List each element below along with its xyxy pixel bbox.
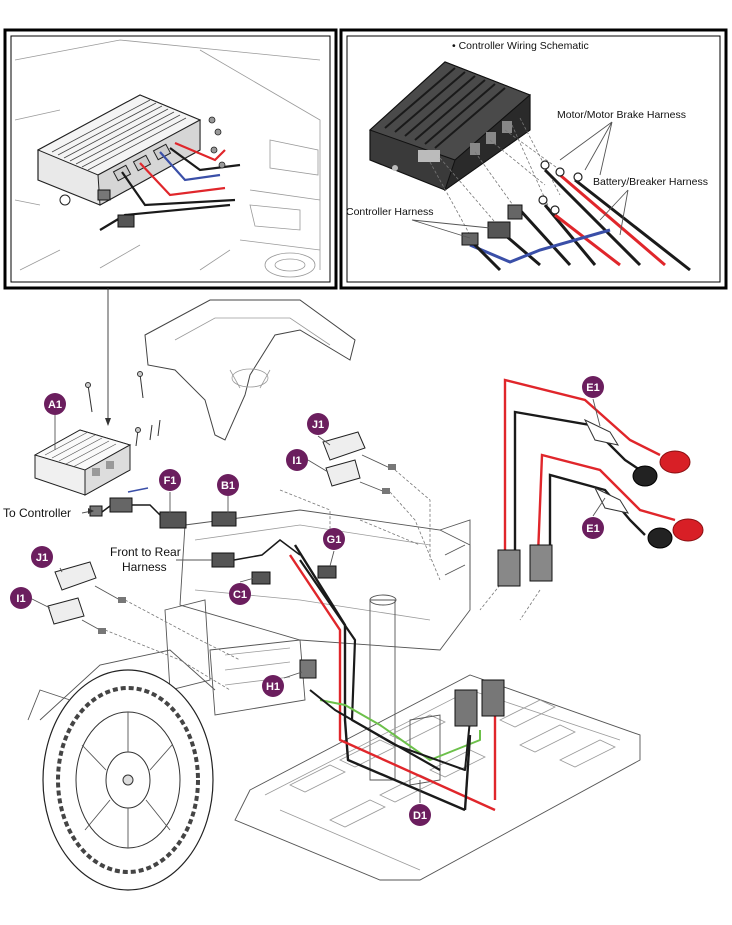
battery-connector-1	[454, 689, 478, 727]
callout-j1-upper: J1	[307, 413, 329, 435]
label-battery-breaker-harness: Battery/Breaker Harness	[593, 176, 708, 188]
callout-g1: G1	[323, 528, 345, 550]
svg-text:E1: E1	[586, 523, 599, 535]
svg-text:H1: H1	[266, 681, 280, 693]
svg-text:A1: A1	[48, 399, 62, 411]
schematic-title: • Controller Wiring Schematic	[452, 40, 589, 52]
callout-a1: A1	[44, 393, 66, 415]
callout-i1-upper: I1	[286, 449, 308, 471]
callout-e1-top: E1	[582, 376, 604, 398]
svg-text:B1: B1	[221, 480, 235, 492]
callout-j1-lower: J1	[31, 546, 53, 568]
controller-body-schematic	[369, 61, 531, 192]
battery-harness-e1	[497, 378, 704, 587]
controller-a1	[33, 429, 132, 496]
label-motor-brake-harness: Motor/Motor Brake Harness	[557, 109, 686, 121]
breaker-h1	[299, 659, 317, 679]
svg-text:I1: I1	[292, 455, 301, 467]
label-controller-harness: Controller Harness	[346, 206, 434, 218]
rear-shroud	[144, 299, 356, 441]
chassis-frame	[27, 509, 641, 891]
callout-h1: H1	[262, 675, 284, 697]
label-to-controller: To Controller	[3, 506, 71, 520]
svg-text:E1: E1	[586, 382, 599, 394]
callout-i1-lower: I1	[10, 587, 32, 609]
battery-connector-2	[481, 679, 505, 717]
mounting-screws	[87, 373, 161, 447]
inset-left-controller-closeup	[3, 28, 338, 290]
svg-text:I1: I1	[16, 593, 25, 605]
callout-f1: F1	[159, 469, 181, 491]
connector-b1	[211, 511, 237, 527]
connector-g1	[317, 565, 337, 579]
callout-d1: D1	[409, 804, 431, 826]
lights-upper	[322, 431, 396, 494]
main-wiring	[289, 544, 497, 812]
inset-right-wiring-schematic: • Controller Wiring Schematic	[339, 28, 728, 290]
svg-text:C1: C1	[233, 589, 247, 601]
controller-harness-connector-large	[487, 221, 511, 239]
screws-closeup	[208, 116, 226, 169]
label-front-to-rear-line1: Front to Rear	[110, 545, 181, 559]
svg-text:D1: D1	[413, 810, 427, 822]
svg-text:G1: G1	[327, 534, 342, 546]
controller-body-closeup	[36, 94, 202, 206]
controller-harness-connector-small	[461, 232, 479, 246]
svg-text:J1: J1	[312, 419, 324, 431]
callout-c1: C1	[229, 583, 251, 605]
harness-f1	[89, 487, 187, 529]
label-front-to-rear-line2: Harness	[122, 560, 167, 574]
scooter-exploded-view	[27, 299, 704, 891]
svg-text:J1: J1	[36, 552, 48, 564]
lights-lower	[47, 561, 126, 634]
callout-b1: B1	[217, 474, 239, 496]
rear-wheel	[42, 669, 214, 891]
ring-terminals	[538, 160, 583, 215]
callout-e1-bottom: E1	[582, 517, 604, 539]
svg-text:F1: F1	[164, 475, 177, 487]
harness-c1	[211, 539, 301, 585]
